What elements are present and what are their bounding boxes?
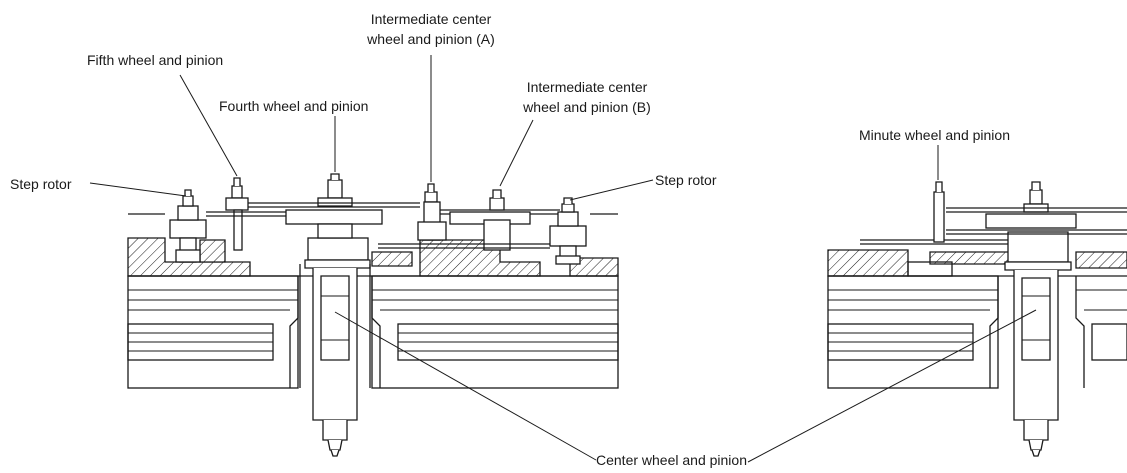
center-wheel-right: [946, 181, 1127, 457]
lower-frame-left: [127, 275, 619, 389]
label-fourth-wheel: Fourth wheel and pinion: [219, 98, 369, 114]
label-intermediate-b: Intermediate center wheel and pinion (B): [522, 77, 652, 117]
label-step-rotor-right: Step rotor: [655, 172, 717, 188]
label-intermediate-a-line2: wheel and pinion (A): [367, 31, 495, 47]
step-rotor-left: [169, 189, 207, 263]
label-minute-wheel: Minute wheel and pinion: [859, 127, 1010, 143]
label-fifth-wheel: Fifth wheel and pinion: [87, 52, 224, 68]
fourth-wheel-left: [248, 173, 420, 239]
leader-lines: [89, 55, 1037, 463]
label-step-rotor-left: Step rotor: [10, 176, 72, 192]
leader-center-right: [747, 309, 1037, 463]
minute-wheel: [933, 181, 945, 243]
leader-step-rotor-left: [89, 182, 187, 197]
right-section: [827, 181, 1127, 457]
leader-center-left: [334, 311, 597, 461]
leader-fifth-wheel: [179, 74, 238, 177]
leader-step-rotor-right: [569, 179, 654, 201]
intermediate-wheel-b: [378, 189, 550, 251]
label-intermediate-a: Intermediate center wheel and pinion (A): [366, 9, 496, 49]
label-intermediate-b-line1: Intermediate center: [526, 79, 648, 95]
lower-frame-right: [827, 275, 1127, 389]
center-wheel-left: [299, 237, 371, 457]
label-intermediate-b-line2: wheel and pinion (B): [523, 99, 651, 115]
step-rotor-right: [549, 197, 587, 265]
label-intermediate-a-line1: Intermediate center: [370, 11, 492, 27]
main-plate-right: [827, 239, 1127, 277]
fifth-wheel-left: [206, 177, 300, 251]
left-section: [127, 173, 619, 457]
leader-intermediate-b: [499, 119, 534, 187]
label-center-wheel: Center wheel and pinion: [596, 452, 747, 468]
